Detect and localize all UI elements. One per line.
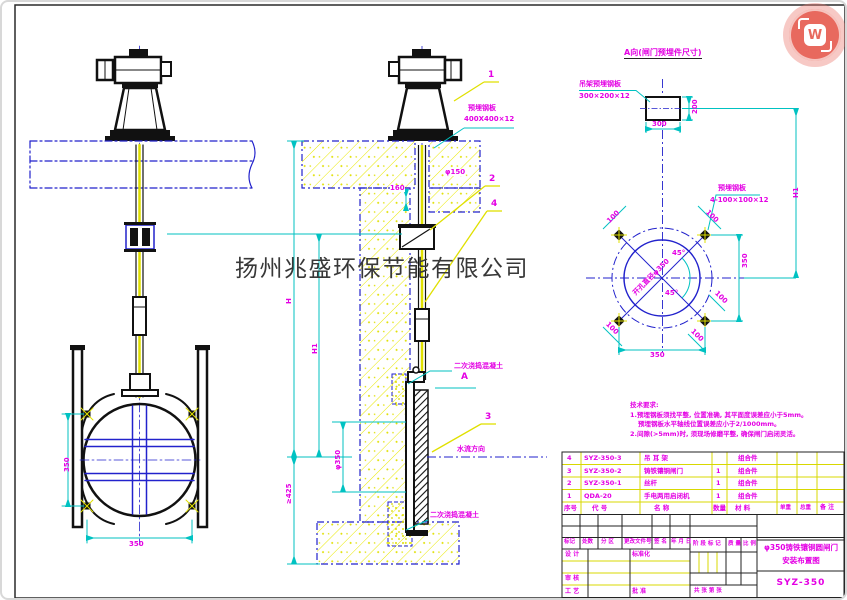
bom-row-material: 组合件 <box>738 479 758 487</box>
bom-header-material: 材 料 <box>735 504 751 512</box>
rotate-arrow-icon <box>798 18 809 29</box>
a-view-title: A向(闸门预埋件尺寸) <box>624 48 702 59</box>
bom-row-material: 组合件 <box>738 454 758 462</box>
a-plate-label-2: 300×200×12 <box>579 92 630 100</box>
section-plate-label-2: 400X400×12 <box>464 115 515 123</box>
w-letter-icon: W <box>804 24 826 46</box>
bom-row-name: 吊 耳 架 <box>644 454 669 462</box>
section-dim-h1: H1 <box>311 343 319 354</box>
watermark-tool-badge[interactable]: W <box>783 3 845 67</box>
balloon-3: 3 <box>485 412 492 422</box>
a-angle-b: 45° <box>665 289 679 297</box>
tb-mark: 标记 <box>564 539 576 545</box>
bom-row-no: 3 <box>567 467 572 475</box>
balloon-2: 2 <box>489 174 496 184</box>
tb-sign: 签 名 <box>654 539 667 545</box>
tb-zone: 分 区 <box>601 539 614 545</box>
notes-line-3: 2.间隙(>5mm)时, 须现场修磨平整, 确保闸门启闭灵活。 <box>630 429 800 438</box>
section-dim-bottom: ≥425 <box>285 483 293 504</box>
a-dim-h1: H1 <box>792 187 800 198</box>
tb-design: 设 计 <box>565 551 580 558</box>
tb-sheets: 共 张 第 张 <box>694 588 722 594</box>
badge-circle: W <box>789 9 841 61</box>
bom-row-code: SYZ-350-1 <box>584 479 622 487</box>
bom-header-code: 代 号 <box>592 504 608 512</box>
a-dim-200: 200 <box>691 99 699 114</box>
section-hole-label: φ150 <box>445 168 466 176</box>
bom-header-no: 序号 <box>564 504 577 512</box>
tb-scale: 比 例 <box>743 541 756 547</box>
bom-header-unit-weight: 单重 <box>780 505 792 511</box>
tb-craft: 工 艺 <box>565 588 580 595</box>
a-dim-300: 300 <box>652 120 667 128</box>
section-plate-label-1: 预埋钢板 <box>468 104 496 112</box>
rotate-arrow-icon <box>821 41 832 52</box>
tb-date: 年 月 日 <box>671 539 692 545</box>
grout-label-bottom: 二次浇捣混凝土 <box>430 511 479 519</box>
balloon-1: 1 <box>488 70 495 80</box>
bom-row-qty: 1 <box>716 492 721 500</box>
a-plate-label-1: 吊架预埋钢板 <box>579 80 621 88</box>
section-dim-h: H <box>285 298 293 304</box>
tb-review: 审 核 <box>565 575 580 582</box>
bom-row-qty: 1 <box>716 467 721 475</box>
bom-row-name: 铸铁镶铜闸门 <box>644 467 683 475</box>
bom-header-qty: 数量 <box>713 504 726 512</box>
bom-row-no: 1 <box>567 492 572 500</box>
tb-quality: 质 量 <box>728 541 741 547</box>
tb-standardize: 标准化 <box>632 551 651 558</box>
a-angle-a: 45° <box>672 249 686 257</box>
a-dim-height: 350 <box>741 253 749 268</box>
bom-row-code: SYZ-350-3 <box>584 454 622 462</box>
tb-approve: 批 准 <box>632 588 647 595</box>
drawing-number: SYZ-350 <box>776 578 826 588</box>
bom-row-qty: 1 <box>716 479 721 487</box>
bom-row-no: 2 <box>567 479 572 487</box>
balloon-4: 4 <box>491 199 498 209</box>
bom-row-code: SYZ-350-2 <box>584 467 622 475</box>
bom-row-name: 丝杆 <box>644 479 657 487</box>
section-dim-opening: φ350 <box>334 449 342 470</box>
grout-label-top: 二次浇捣混凝土 <box>454 362 503 370</box>
tb-doc-no: 更改文件号 <box>624 539 652 545</box>
drawing-title-line2: 安装布置图 <box>782 556 820 565</box>
bom-row-code: QDA-20 <box>584 492 612 500</box>
front-dim-height: 350 <box>63 457 71 472</box>
section-dim-160: 160 <box>390 184 405 192</box>
bom-header-total-weight: 总重 <box>800 505 812 511</box>
tb-count: 处数 <box>582 539 594 545</box>
technical-notes: 技术要求: 1.预埋钢板须找平整, 位置准确, 其平面度误差应小于5mm。 预埋… <box>630 401 808 439</box>
notes-title: 技术要求: <box>630 401 659 409</box>
tb-stage: 阶 段 标 记 <box>693 541 721 547</box>
drawing-title-line1: φ350铸铁镶铜圆闸门 <box>763 543 839 552</box>
notes-line-2: 预埋钢板水平轴线位置误差应小于2/1000mm。 <box>638 420 781 428</box>
flow-direction-label: 水流方向 <box>457 445 485 453</box>
front-dim-width: 350 <box>129 540 144 548</box>
bom-header-name: 名 称 <box>654 504 670 512</box>
bom-row-material: 组合件 <box>738 492 758 500</box>
company-watermark: 扬州兆盛环保节能有限公司 <box>235 256 529 282</box>
a-dim-width: 350 <box>650 351 665 359</box>
bom-header-remark: 备 注 <box>820 504 835 511</box>
notes-line-1: 1.预埋钢板须找平整, 位置准确, 其平面度误差应小于5mm。 <box>630 410 808 419</box>
a-anchor-label-2: 4-100×100×12 <box>710 196 769 204</box>
bom-row-no: 4 <box>567 454 572 462</box>
bom-row-material: 组合件 <box>738 467 758 475</box>
section-mark-a: A <box>461 372 468 382</box>
bom-row-name: 手电两用启闭机 <box>644 492 690 500</box>
a-anchor-label-1: 预埋钢板 <box>718 184 746 192</box>
